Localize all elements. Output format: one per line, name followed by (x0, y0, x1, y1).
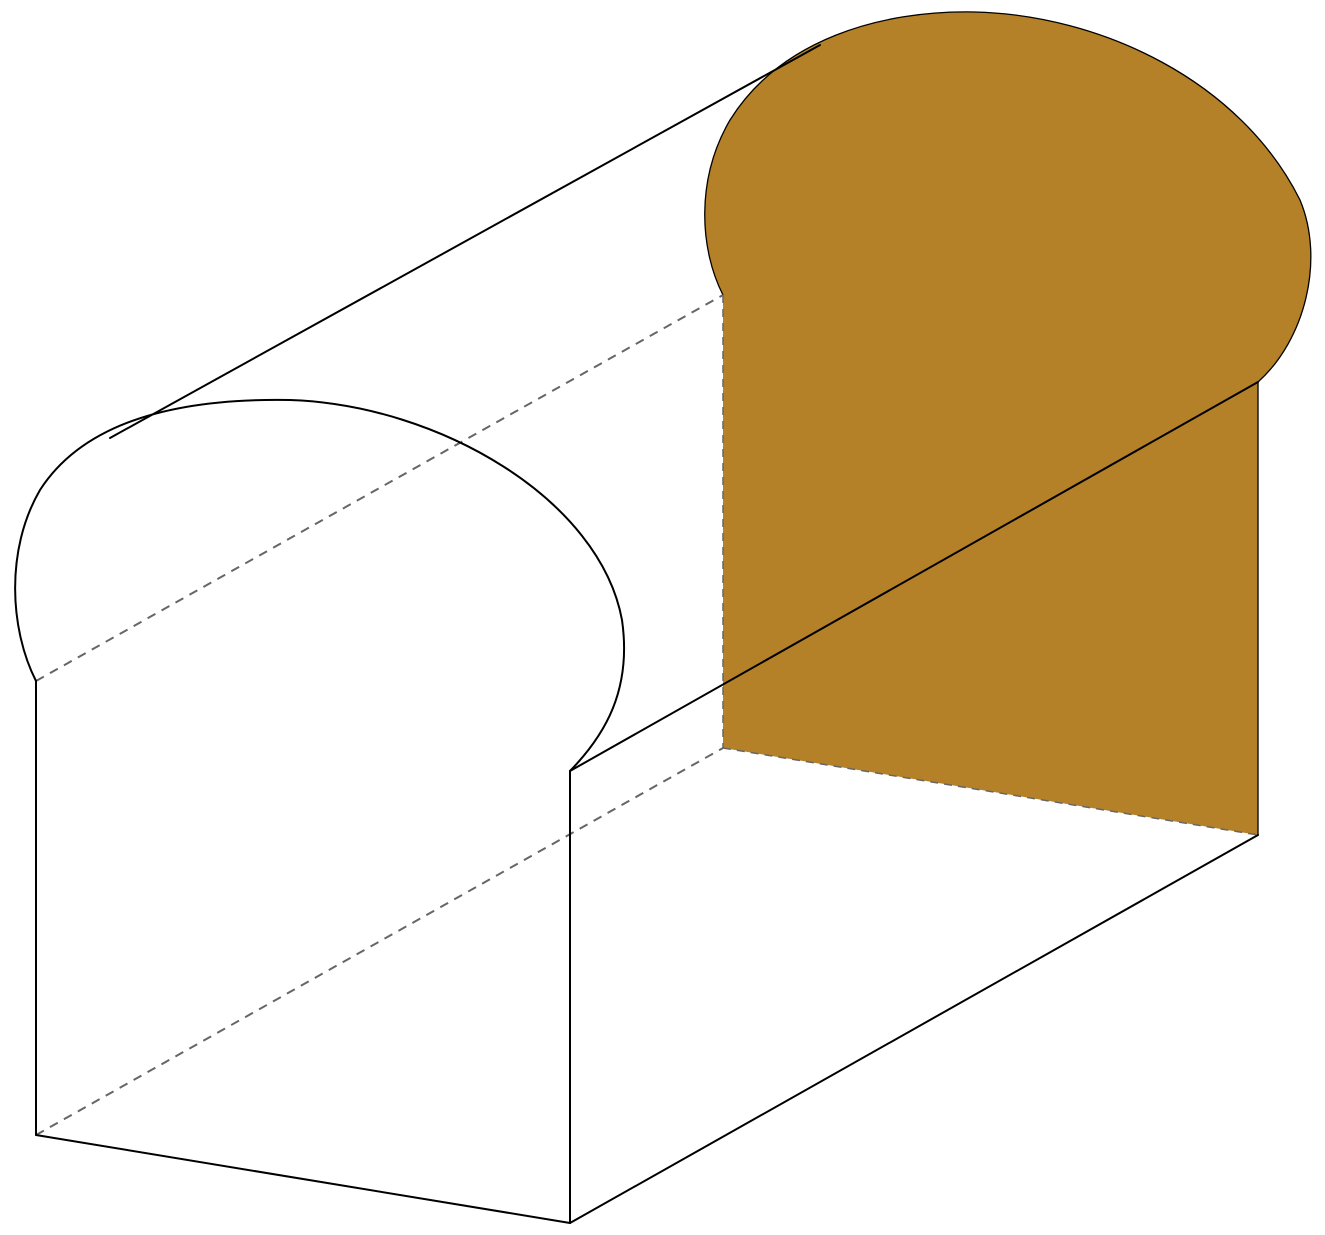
front-face-crust (14, 398, 626, 772)
hidden-edge-back-bottom (722, 747, 1259, 836)
front-face-bottom-edge (35, 1134, 571, 1224)
hidden-edge-bottom-left (35, 747, 724, 1136)
hidden-edge-left-shoulder (35, 294, 724, 682)
cross-section-face (704, 11, 1311, 835)
right-shoulder-edge (569, 381, 1259, 772)
cross-section-crust-outline (704, 11, 1312, 383)
bottom-right-edge (569, 834, 1259, 1224)
top-ridge-edge (109, 44, 821, 439)
